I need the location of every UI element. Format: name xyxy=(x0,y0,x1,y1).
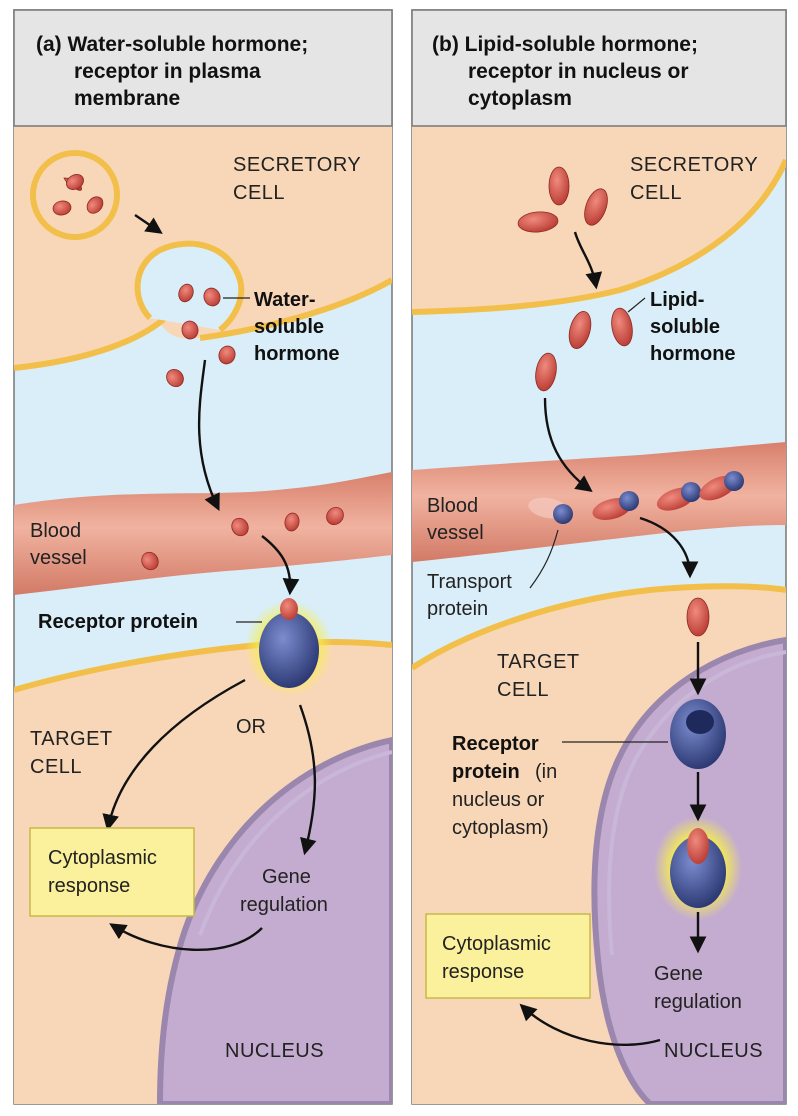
response-label-a-1: Cytoplasmic xyxy=(48,847,157,869)
water-soluble-hormones xyxy=(52,174,344,571)
receptor-label-b-4: nucleus or xyxy=(452,789,545,811)
response-label-b-2: response xyxy=(442,961,524,983)
arrow-to-response-a xyxy=(102,678,246,832)
blood-vessel-label-a-2: vessel xyxy=(30,547,87,569)
arrow-to-vessel-a xyxy=(197,359,220,512)
nuclear-envelope-a xyxy=(198,750,392,936)
arrow-secretion-b xyxy=(573,231,603,290)
hormone-label-b-2: soluble xyxy=(650,316,720,338)
secretory-cell-label-a-1: SECRETORY xyxy=(233,154,361,176)
secretory-cell-label-a-2: CELL xyxy=(233,182,285,204)
panel-a-header xyxy=(13,9,393,127)
leader-hormone-b xyxy=(627,297,646,313)
receptor-binding-site-b xyxy=(686,710,714,734)
or-label: OR xyxy=(236,716,266,738)
secretory-membrane-b xyxy=(412,158,786,315)
panel-b-title-line3: cytoplasm xyxy=(468,87,572,110)
blood-vessel-b xyxy=(412,442,786,562)
response-label-b-1: Cytoplasmic xyxy=(442,933,551,955)
arrow-gene-to-response-b xyxy=(519,1003,661,1046)
blood-vessel-label-b-2: vessel xyxy=(427,522,484,544)
panel-a-title-line1: (a) Water-soluble hormone; xyxy=(36,33,308,56)
bound-hormone-a xyxy=(280,598,298,620)
hormone-label-a-2: soluble xyxy=(254,316,324,338)
response-label-a-2: response xyxy=(48,875,130,897)
nucleus-label-b: NUCLEUS xyxy=(664,1040,763,1062)
target-cell-label-b-1: TARGET xyxy=(497,651,580,673)
hormone-label-b-1: Lipid- xyxy=(650,289,704,311)
target-membrane-b xyxy=(412,583,786,671)
receptor-label-b-1: Receptor xyxy=(452,733,539,755)
gene-label-b-2: regulation xyxy=(654,991,742,1013)
receptor-protein-b xyxy=(670,699,726,769)
response-box-a xyxy=(29,827,195,917)
arrow-to-target-b xyxy=(639,516,699,579)
target-cell-label-a-1: TARGET xyxy=(30,728,113,750)
arrow-to-receptor-a xyxy=(261,535,300,596)
response-box-b xyxy=(425,913,591,999)
gene-label-a-1: Gene xyxy=(262,866,311,888)
panel-b-header xyxy=(411,9,787,127)
arrow-to-vessel-b xyxy=(543,397,593,492)
gene-label-a-2: regulation xyxy=(240,894,328,916)
secretory-membrane-a xyxy=(14,277,392,371)
transport-complexes xyxy=(528,471,744,524)
blood-vessel-label-a-1: Blood xyxy=(30,520,81,542)
panel-b-title-line1: (b) Lipid-soluble hormone; xyxy=(432,33,698,56)
hormone-label-a-1: Water- xyxy=(254,289,315,311)
secretory-cell-label-b-1: SECRETORY xyxy=(630,154,758,176)
arrow-gene-to-response-a xyxy=(109,923,263,951)
panel-a-title-line3: membrane xyxy=(74,87,180,110)
panel-b-title-line2: receptor in nucleus or xyxy=(468,60,689,83)
receptor-label-b-2: protein xyxy=(452,761,520,783)
transport-label-b-1: Transport xyxy=(427,571,512,593)
transport-label-b-2: protein xyxy=(427,598,488,620)
arrow-to-gene-a xyxy=(298,704,317,856)
receptor-label-b-3: (in xyxy=(535,761,557,783)
nuclear-envelope-b xyxy=(607,650,786,956)
panel-a-title-line2: receptor in plasma xyxy=(74,60,261,83)
panel-b: (b) Lipid-soluble hormone; receptor in n… xyxy=(411,9,787,1105)
bound-hormone-b xyxy=(687,828,709,864)
target-cell-label-a-2: CELL xyxy=(30,756,82,778)
secretory-cell-label-b-2: CELL xyxy=(630,182,682,204)
blood-vessel-label-b-1: Blood xyxy=(427,495,478,517)
panel-a: (a) Water-soluble hormone; receptor in p… xyxy=(13,9,393,1105)
arrow-vesicle xyxy=(134,214,163,234)
nucleus-label-a: NUCLEUS xyxy=(225,1040,324,1062)
receptor-label-a: Receptor protein xyxy=(38,611,198,633)
lipid-soluble-hormones xyxy=(517,166,710,637)
hormone-label-b-3: hormone xyxy=(650,343,736,365)
receptor-label-b-5: cytoplasm) xyxy=(452,817,549,839)
target-cell-label-b-2: CELL xyxy=(497,679,549,701)
activated-receptor-b xyxy=(670,836,726,908)
gene-label-b-1: Gene xyxy=(654,963,703,985)
blood-vessel-a xyxy=(14,472,392,595)
receptor-protein-a xyxy=(259,612,319,688)
hormone-label-a-3: hormone xyxy=(254,343,340,365)
secretory-vesicle xyxy=(30,150,120,240)
leader-transport-b xyxy=(529,529,559,589)
